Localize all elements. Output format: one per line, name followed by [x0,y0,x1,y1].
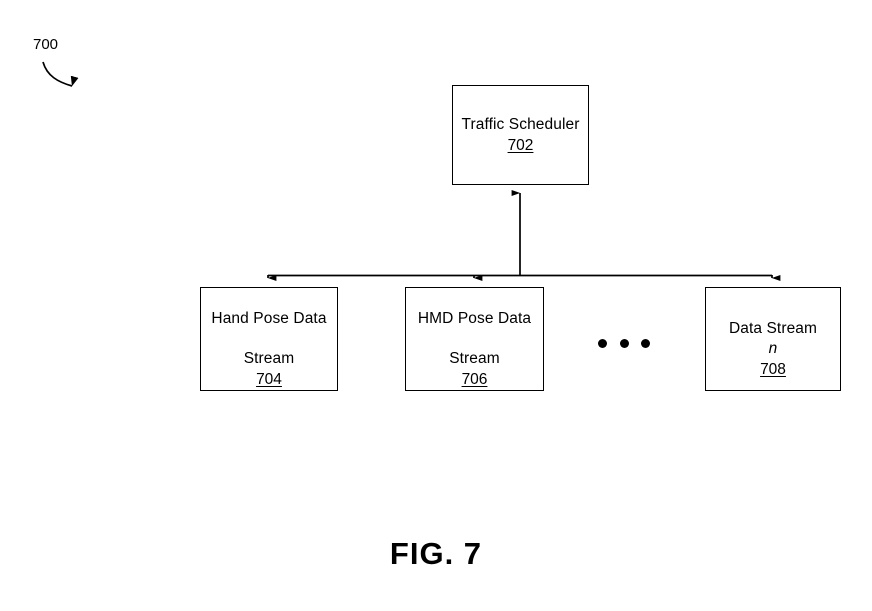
node-traffic-scheduler[interactable]: Traffic Scheduler 702 [452,85,589,185]
node-hand-pose-data-stream-title: Hand Pose Data Stream [211,289,326,369]
ellipsis-dot [641,338,650,348]
node-hmd-pose-data-stream-ref: 706 [461,370,488,388]
node-hand-pose-title-line2: Stream [243,349,295,367]
node-traffic-scheduler-title: Traffic Scheduler [461,115,580,133]
reference-leader-arrow [42,61,79,87]
node-hmd-pose-title-line2: Stream [449,349,500,367]
ellipsis-dot [619,338,629,348]
node-data-stream-n-title: Data Stream n [729,299,817,359]
node-hmd-pose-title-line1: HMD Pose Data [417,309,532,327]
node-data-stream-n-title-line1: Data Stream [728,319,818,337]
node-data-stream-n[interactable]: Data Stream n 708 [705,287,841,391]
node-hand-pose-data-stream-ref: 704 [256,370,282,388]
node-data-stream-n-index: n [768,339,778,357]
node-data-stream-n-ref: 708 [760,360,786,378]
node-hand-pose-title-line1: Hand Pose Data [211,309,327,327]
ellipsis-dot [598,338,607,348]
node-hand-pose-data-stream[interactable]: Hand Pose Data Stream 704 [200,287,338,391]
node-traffic-scheduler-ref: 702 [507,136,534,154]
node-hmd-pose-data-stream-title: HMD Pose Data Stream [418,289,531,369]
node-hmd-pose-data-stream[interactable]: HMD Pose Data Stream 706 [405,287,544,391]
figure-caption: FIG. 7 [389,536,483,571]
ellipsis-additional-streams [598,333,650,353]
figure-reference-number: 700 [33,36,59,53]
